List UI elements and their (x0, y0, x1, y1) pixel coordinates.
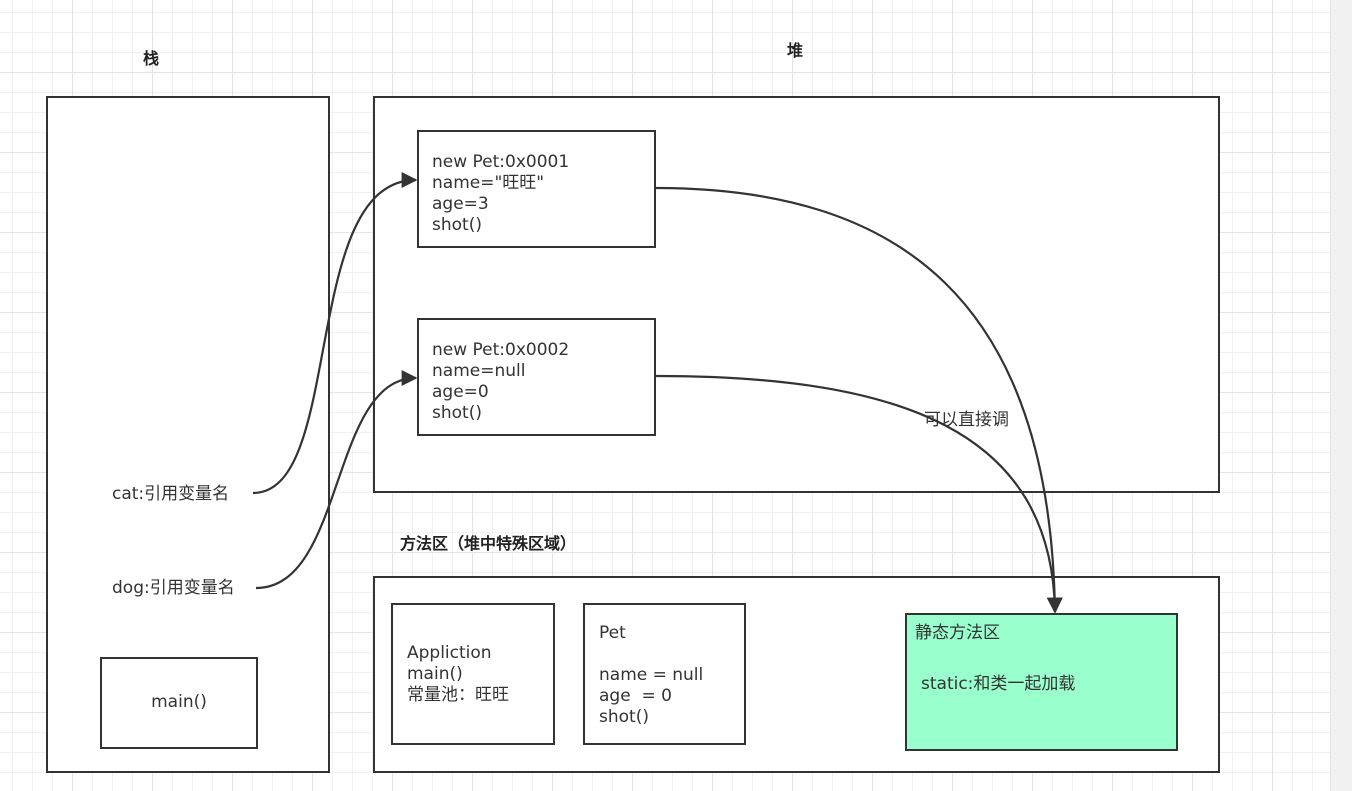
main-frame-box[interactable]: main() (100, 657, 258, 749)
application-class-box[interactable]: Appliction main() 常量池：旺旺 (391, 603, 555, 745)
heap-object-pet-1[interactable]: new Pet:0x0001 name="旺旺" age=3 shot() (417, 130, 656, 248)
heap-object-pet-2[interactable]: new Pet:0x0002 name=null age=0 shot() (417, 318, 656, 436)
main-frame-label: main() (151, 692, 207, 712)
pet-class-box[interactable]: Pet ​ name = null age = 0 shot() (583, 603, 746, 745)
object-1-line: name="旺旺" (432, 173, 545, 193)
edge-label: 可以直接调 (924, 410, 1009, 430)
application-class-line: Appliction (407, 643, 492, 663)
application-class-line: main() (407, 664, 463, 684)
method-area-heading: 方法区（堆中特殊区域） (400, 534, 577, 553)
static-method-area-box[interactable]: 静态方法区 static:和类一起加载 (905, 613, 1178, 751)
static-area-title: 静态方法区 (915, 623, 1000, 643)
pet-class-line: age = 0 (599, 686, 672, 706)
stack-heading: 栈 (143, 49, 160, 68)
pet-class-line: name = null (599, 665, 704, 685)
pet-class-line: Pet (599, 623, 626, 643)
pet-class-line: shot() (599, 707, 649, 727)
object-2-line: shot() (432, 403, 482, 423)
application-class-line: 常量池：旺旺 (407, 685, 509, 705)
object-1-line: new Pet:0x0001 (432, 152, 570, 172)
object-2-line: age=0 (432, 382, 489, 402)
pet-class-line: ​ (599, 644, 744, 665)
heap-heading: 堆 (787, 41, 804, 60)
cat-reference-label[interactable]: cat:引用变量名 (112, 484, 230, 504)
scrollbar-track[interactable] (1330, 0, 1352, 791)
dog-reference-label[interactable]: dog:引用变量名 (112, 578, 235, 598)
static-area-body: static:和类一起加载 (921, 674, 1076, 694)
object-1-line: age=3 (432, 194, 489, 214)
object-2-line: new Pet:0x0002 (432, 340, 570, 360)
object-2-line: name=null (432, 361, 526, 381)
object-1-line: shot() (432, 215, 482, 235)
